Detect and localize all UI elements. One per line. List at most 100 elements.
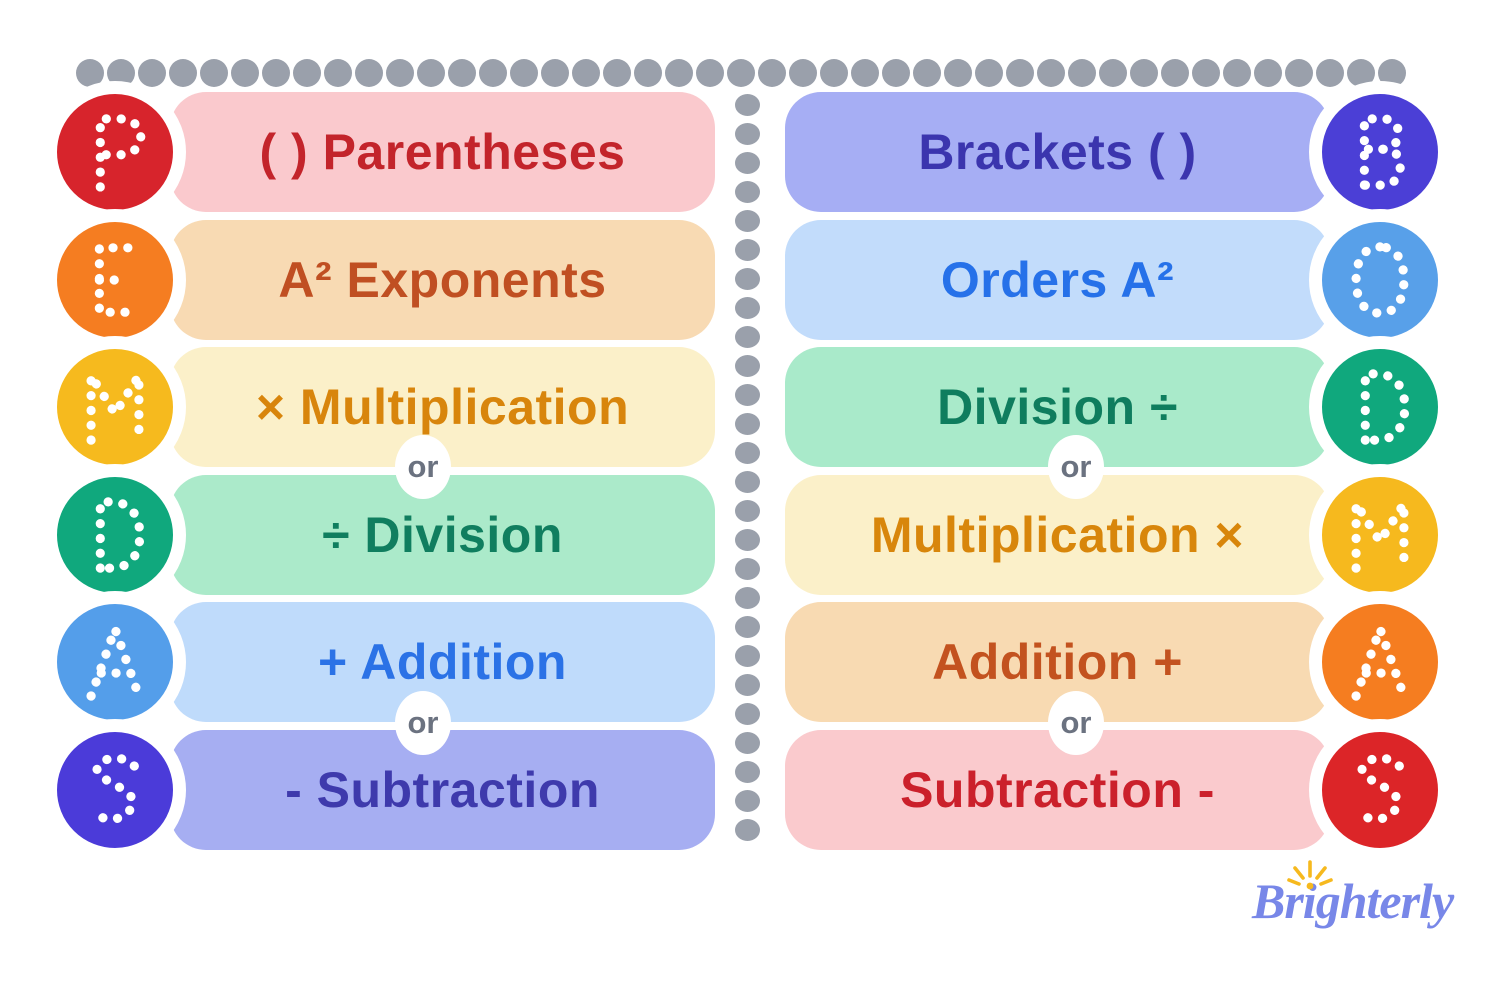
gray-dot — [417, 59, 445, 87]
dotted-letter-e — [94, 243, 133, 317]
gray-dot — [735, 558, 760, 580]
gray-dot — [735, 761, 760, 783]
gray-dot — [1099, 59, 1127, 87]
gray-dot — [735, 732, 760, 754]
gray-dot — [1068, 59, 1096, 87]
gray-dot — [735, 529, 760, 551]
top-dots-row — [76, 59, 1406, 87]
gray-dot — [820, 59, 848, 87]
brighterly-logo-text: Brighterly — [1252, 873, 1454, 929]
gray-dot — [138, 59, 166, 87]
dotted-letter-b — [1359, 114, 1405, 190]
gray-dot — [1130, 59, 1158, 87]
gray-dot — [882, 59, 910, 87]
gray-dot — [510, 59, 538, 87]
or-badge-pemdas-mul-div: or — [395, 435, 451, 499]
bodmas-circle-m — [1309, 464, 1451, 606]
gray-dot — [1285, 59, 1313, 87]
gray-dot — [541, 59, 569, 87]
dotted-letter-o — [1351, 242, 1409, 318]
pemdas-circle-s — [44, 719, 186, 861]
sun-icon — [1287, 860, 1333, 890]
gray-dot — [735, 94, 760, 116]
or-badge-pemdas-add-sub: or — [395, 691, 451, 755]
pemdas-label-division: ÷ Division — [322, 507, 563, 563]
gray-dot — [789, 59, 817, 87]
pemdas-band-exponents: A² Exponents — [170, 220, 715, 340]
gray-dot — [735, 703, 760, 725]
bodmas-label-subtraction: Subtraction - — [900, 762, 1215, 818]
pemdas-circle-d — [44, 464, 186, 606]
bodmas-band-multiplication: Multiplication × — [785, 475, 1330, 595]
pemdas-band-subtraction: - Subtraction — [170, 730, 715, 850]
dotted-letter-m — [1351, 489, 1409, 573]
gray-dot — [735, 239, 760, 261]
dotted-letter-a — [86, 616, 144, 701]
gray-dot — [758, 59, 786, 87]
gray-dot — [735, 587, 760, 609]
bodmas-band-division: Division ÷ — [785, 347, 1330, 467]
pemdas-label-addition: + Addition — [318, 634, 567, 690]
gray-dot — [735, 819, 760, 841]
pemdas-label-multiplication: × Multiplication — [255, 379, 630, 435]
gray-dot — [1192, 59, 1220, 87]
gray-dot — [727, 59, 755, 87]
gray-dot — [735, 616, 760, 638]
dotted-letter-p — [95, 114, 146, 192]
gray-dot — [851, 59, 879, 87]
bodmas-label-multiplication: Multiplication × — [870, 507, 1245, 563]
bodmas-circle-a — [1309, 591, 1451, 733]
pemdas-band-division: ÷ Division — [170, 475, 715, 595]
gray-dot — [1223, 59, 1251, 87]
gray-dot — [975, 59, 1003, 87]
gray-dot — [355, 59, 383, 87]
dotted-letter-m — [86, 361, 144, 445]
gray-dot — [735, 413, 760, 435]
gray-dot — [200, 59, 228, 87]
divider-dots-column — [735, 94, 760, 841]
dotted-letter-d — [95, 497, 145, 573]
gray-dot — [293, 59, 321, 87]
bodmas-band-brackets: Brackets ( ) — [785, 92, 1330, 212]
bodmas-circle-b — [1309, 81, 1451, 223]
pemdas-label-subtraction: - Subtraction — [285, 762, 600, 818]
pemdas-label-parentheses: ( ) Parentheses — [259, 124, 626, 180]
bodmas-label-division: Division ÷ — [937, 379, 1178, 435]
bodmas-label-addition: Addition + — [932, 634, 1183, 690]
gray-dot — [735, 326, 760, 348]
gray-dot — [735, 181, 760, 203]
gray-dot — [603, 59, 631, 87]
gray-dot — [1254, 59, 1282, 87]
gray-dot — [735, 674, 760, 696]
gray-dot — [735, 790, 760, 812]
dotted-letter-s — [1355, 753, 1404, 824]
or-badge-bodmas-add-sub: or — [1048, 691, 1104, 755]
gray-dot — [634, 59, 662, 87]
gray-dot — [1006, 59, 1034, 87]
gray-dot — [696, 59, 724, 87]
gray-dot — [324, 59, 352, 87]
gray-dot — [735, 442, 760, 464]
dotted-letter-s — [90, 753, 139, 824]
gray-dot — [448, 59, 476, 87]
pemdas-label-exponents: A² Exponents — [278, 252, 607, 308]
pemdas-band-parentheses: ( ) Parentheses — [170, 92, 715, 212]
bodmas-band-addition: Addition + — [785, 602, 1330, 722]
bodmas-label-brackets: Brackets ( ) — [918, 124, 1197, 180]
brighterly-logo: Brighterly — [1252, 860, 1454, 929]
pemdas-circle-m — [44, 336, 186, 478]
gray-dot — [665, 59, 693, 87]
gray-dot — [572, 59, 600, 87]
pemdas-band-addition: + Addition — [170, 602, 715, 722]
gray-dot — [735, 268, 760, 290]
dotted-letter-a — [1351, 616, 1409, 701]
gray-dot — [735, 355, 760, 377]
gray-dot — [735, 500, 760, 522]
gray-dot — [1161, 59, 1189, 87]
bodmas-band-orders: Orders A² — [785, 220, 1330, 340]
gray-dot — [735, 471, 760, 493]
pemdas-circle-p — [44, 81, 186, 223]
gray-dot — [735, 152, 760, 174]
bodmas-band-subtraction: Subtraction - — [785, 730, 1330, 850]
